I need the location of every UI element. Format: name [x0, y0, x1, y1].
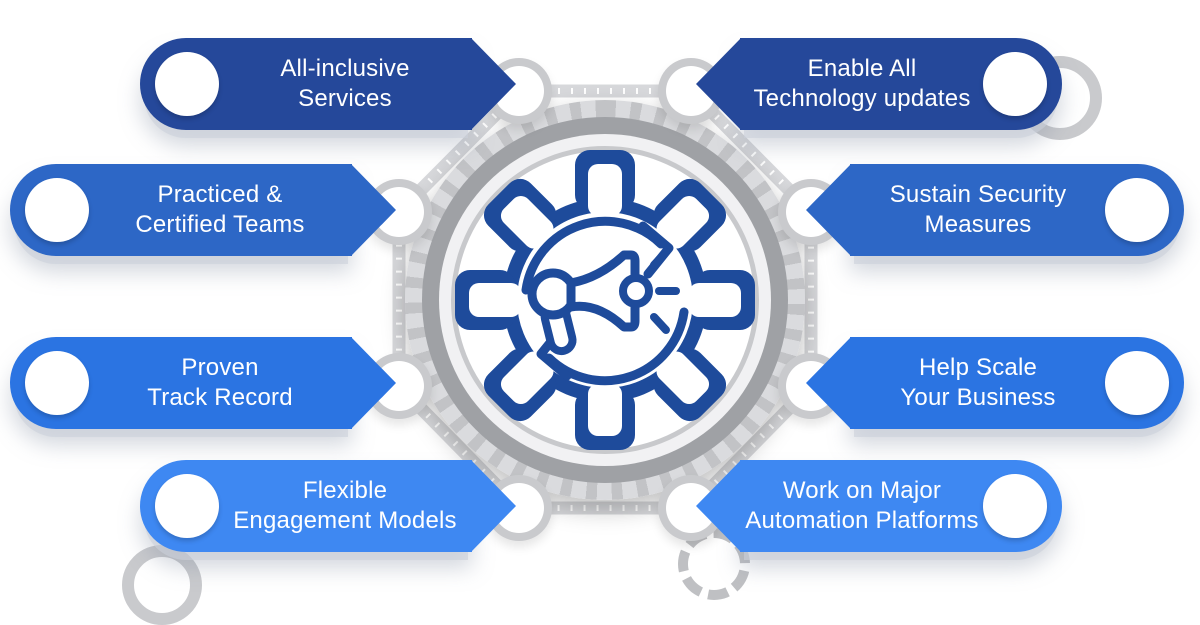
banner-work-on-major-automation-platforms: Work on Major Automation Platforms	[696, 460, 1062, 552]
banner-label-line2: Track Record	[147, 384, 293, 411]
banner-label-line1: Sustain Security	[889, 181, 1067, 208]
banner-label-line1: Practiced &	[157, 181, 283, 208]
banner-label-line2: Certified Teams	[135, 211, 305, 238]
banner-bullet-circle	[983, 52, 1047, 116]
banner-bullet-circle	[983, 474, 1047, 538]
banner-label-line1: Proven	[181, 354, 259, 381]
banner-enable-all-technology-updates: Enable All Technology updates	[696, 38, 1062, 130]
banner-label-line2: Engagement Models	[233, 507, 457, 534]
banner-bullet-circle	[25, 178, 89, 242]
banner-bullet-circle	[155, 52, 219, 116]
banner-label-line2: Your Business	[900, 384, 1056, 411]
banner-label-line1: Help Scale	[918, 354, 1038, 381]
banner-bullet-circle	[1105, 178, 1169, 242]
banner-label: Enable All Technology updates	[742, 38, 982, 130]
banner-all-inclusive-services: All-inclusive Services	[140, 38, 516, 130]
banner-sustain-security-measures: Sustain Security Measures	[806, 164, 1184, 256]
banner-label: Flexible Engagement Models	[220, 460, 470, 552]
banner-label: Practiced & Certified Teams	[90, 164, 350, 256]
banner-bullet-circle	[25, 351, 89, 415]
banner-label-line2: Services	[298, 85, 392, 112]
banner-label-line1: Flexible	[302, 477, 388, 504]
banner-bullet-circle	[155, 474, 219, 538]
banner-practiced-certified-teams: Practiced & Certified Teams	[10, 164, 396, 256]
banner-help-scale-your-business: Help Scale Your Business	[806, 337, 1184, 429]
banner-label-line2: Technology updates	[753, 85, 971, 112]
banner-label-line2: Automation Platforms	[745, 507, 979, 534]
banner-flexible-engagement-models: Flexible Engagement Models	[140, 460, 516, 552]
banner-label: Work on Major Automation Platforms	[742, 460, 982, 552]
banner-proven-track-record: Proven Track Record	[10, 337, 396, 429]
banner-label: Help Scale Your Business	[852, 337, 1104, 429]
megaphone-icon	[527, 248, 680, 356]
banner-label-line1: Enable All	[807, 55, 917, 82]
gear-megaphone-icon	[455, 150, 755, 450]
banner-label: Proven Track Record	[90, 337, 350, 429]
banner-label-line1: Work on Major	[782, 477, 942, 504]
banner-label: Sustain Security Measures	[852, 164, 1104, 256]
banner-bullet-circle	[1105, 351, 1169, 415]
banner-label-line1: All-inclusive	[280, 55, 410, 82]
banner-label: All-inclusive Services	[220, 38, 470, 130]
banner-label-line2: Measures	[924, 211, 1032, 238]
